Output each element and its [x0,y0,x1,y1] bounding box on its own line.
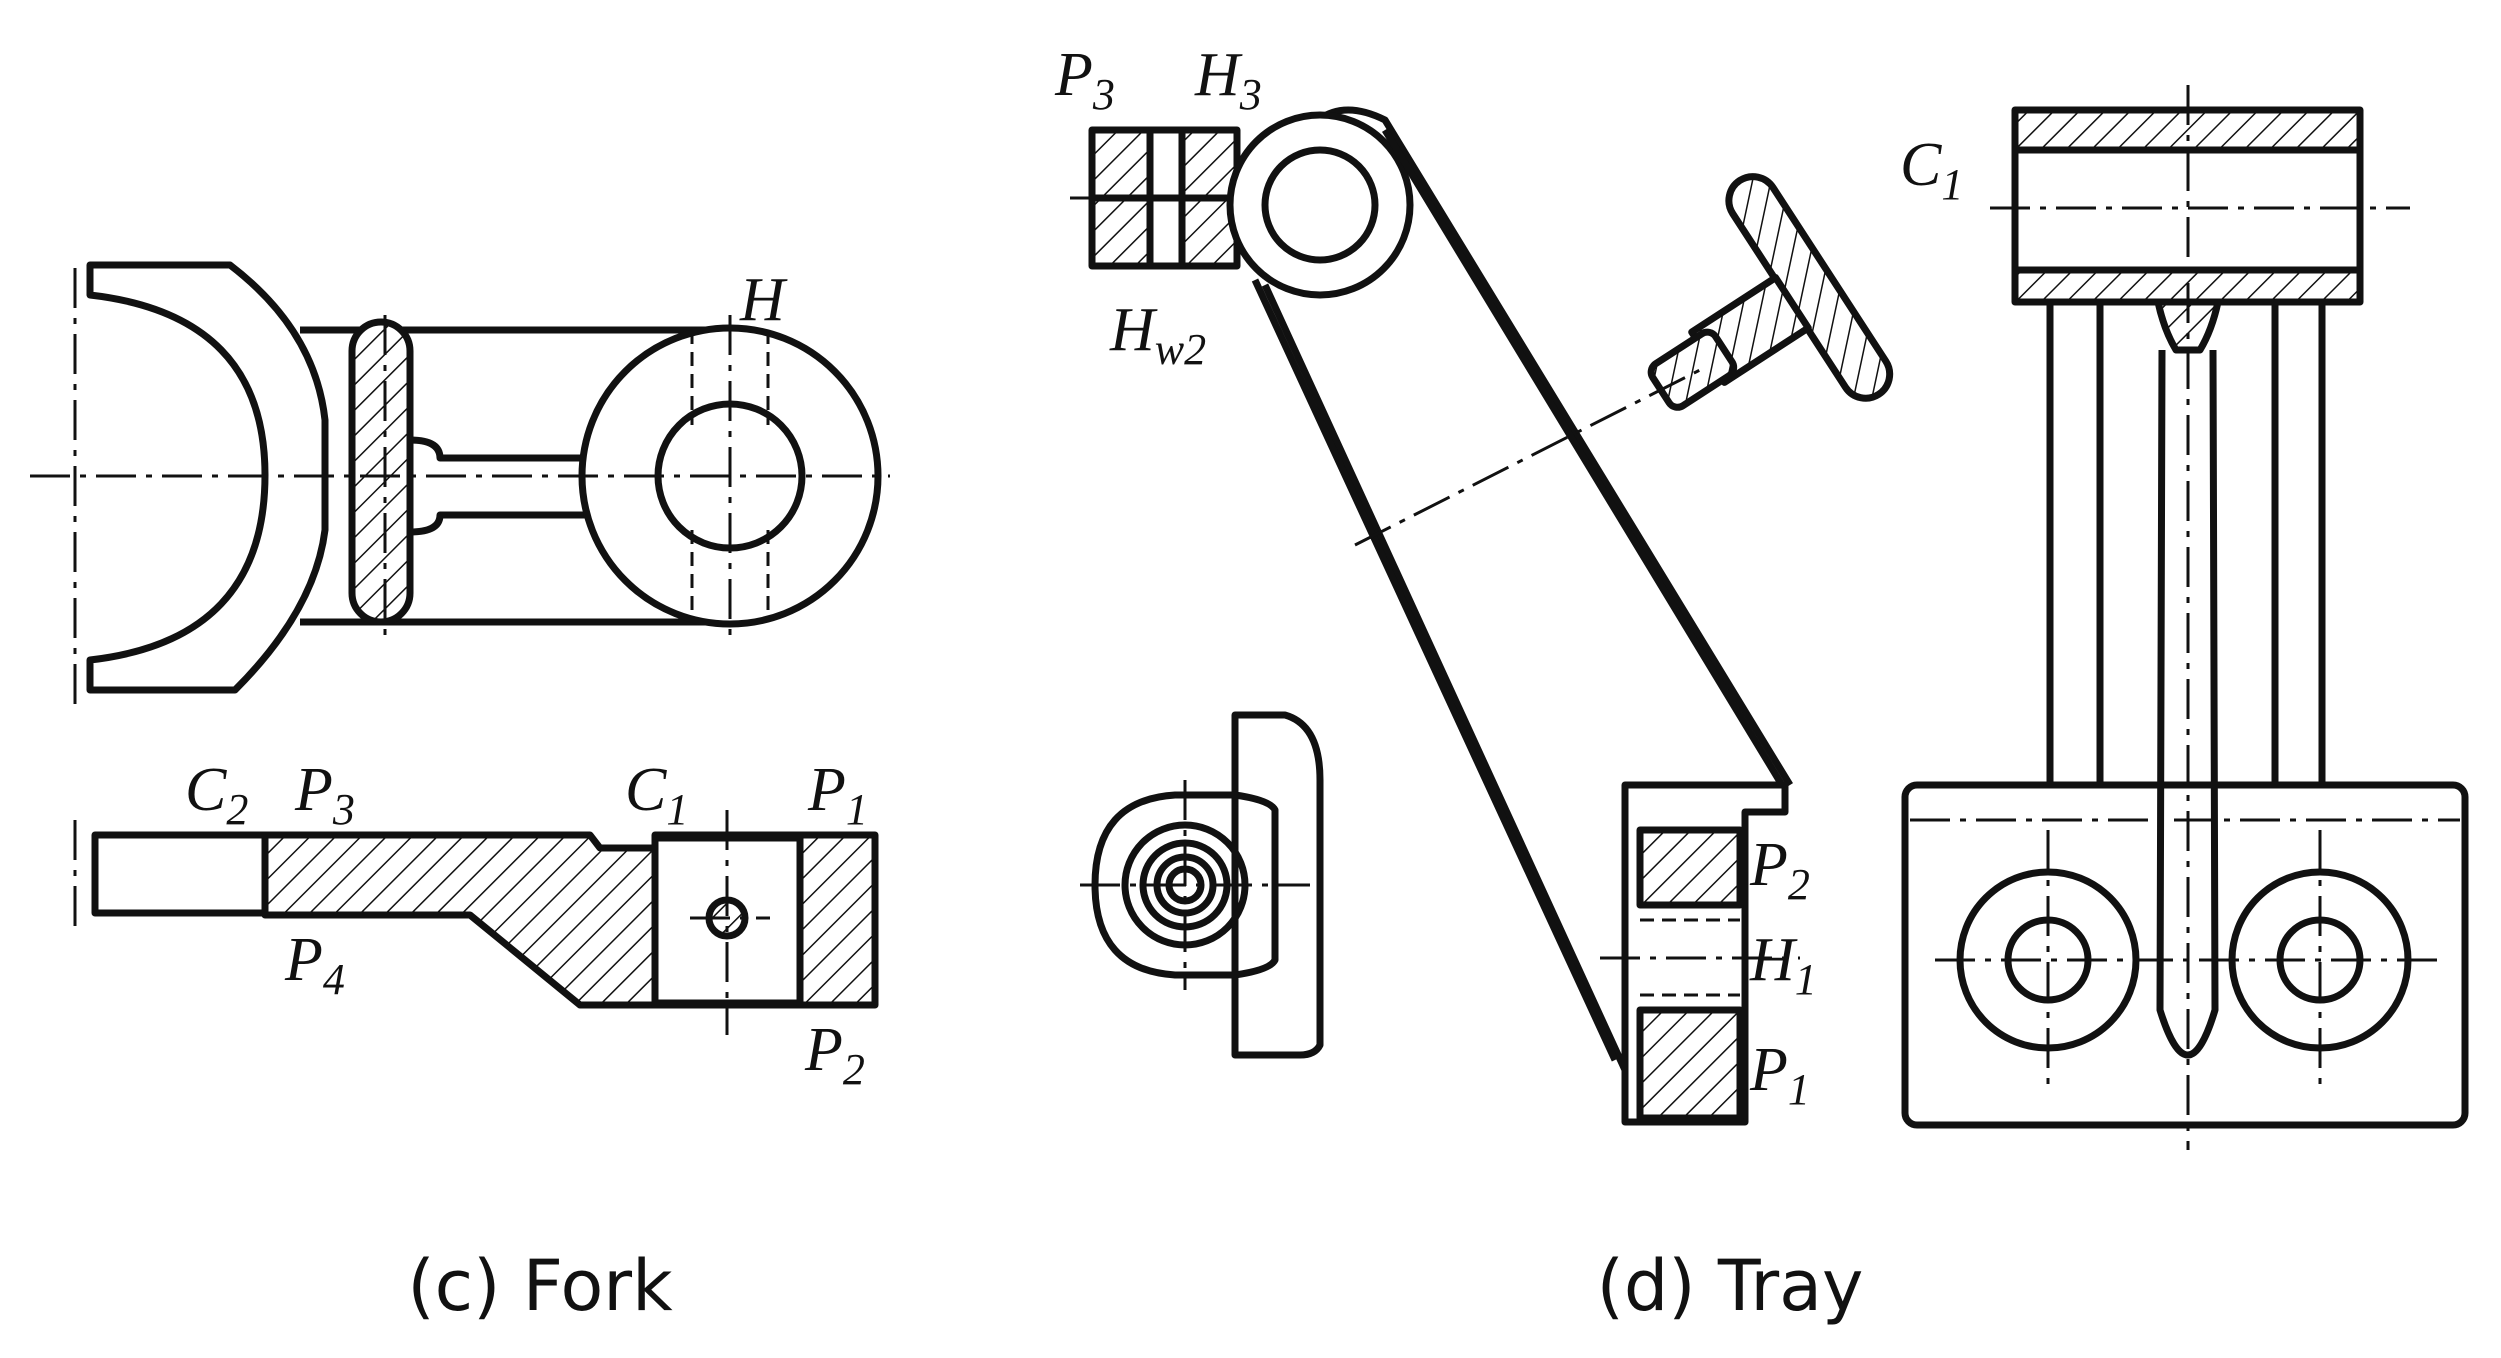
fork-top-view [30,261,890,705]
tray-arm-view [1070,106,1894,1126]
tray-label-p2: P2 [1749,831,1810,909]
tray-label-hw2: Hw2 [1109,296,1206,374]
fork-labels: H C2 P3 C1 P1 P4 P2 [185,266,868,1094]
tray-caption: (d) Tray [1597,1245,1864,1327]
fork-caption: (c) Fork [407,1245,673,1327]
fork-side-view [73,810,879,1035]
tray-label-h3: H3 [1194,41,1262,119]
fork-label-p4: P4 [284,926,345,1004]
fork-drawing: H C2 P3 C1 P1 P4 P2 (c) Fork [30,261,890,1327]
fork-label-h: H [739,266,788,334]
tray-pin [1647,173,1894,411]
tray-hub-view [1080,711,1324,1059]
tray-label-p1: P1 [1749,1036,1810,1114]
fork-label-p3: P3 [294,756,355,834]
tray-label-p3: P3 [1054,41,1115,119]
fork-label-p2: P2 [804,1016,865,1094]
fork-label-p1: P1 [807,756,868,834]
tray-front-view [1901,85,2469,1150]
tray-label-c1: C1 [1900,131,1963,209]
fork-label-c1: C1 [625,756,688,834]
tray-drawing: P3 H3 Hw2 C1 P2 H1 P1 (d) Tray [1054,41,2469,1327]
tray-labels: P3 H3 Hw2 C1 P2 H1 P1 [1054,41,1963,1114]
fork-label-c2: C2 [185,756,248,834]
tray-label-h1: H1 [1749,926,1817,1004]
